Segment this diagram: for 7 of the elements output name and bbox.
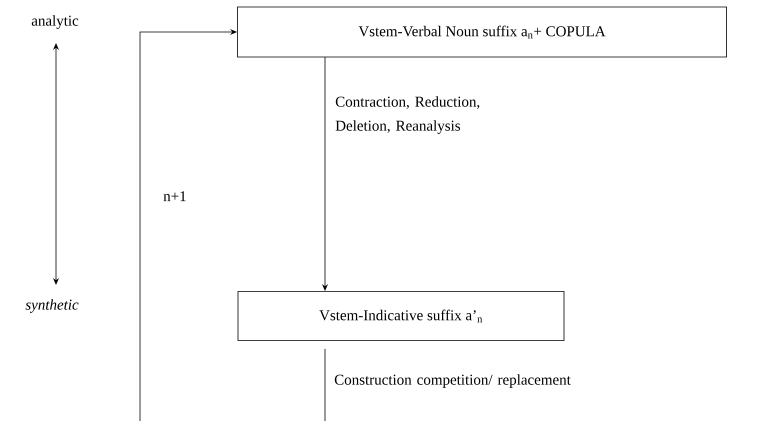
edge-label: Construction competition/ replacement <box>334 374 571 388</box>
edge-label: n+1 <box>164 191 186 202</box>
process-box: Vstem-Verbal Noun suffix a$_{n}$+ COPULA <box>237 6 727 58</box>
axis-label: synthetic <box>26 299 78 313</box>
axis-label: analytic <box>32 15 78 29</box>
process-box: Vstem-Indicative suffix a’$_{n}$ <box>238 291 564 341</box>
edge-label: Contraction, Reduction, Deletion, Reanalysis <box>336 96 480 134</box>
